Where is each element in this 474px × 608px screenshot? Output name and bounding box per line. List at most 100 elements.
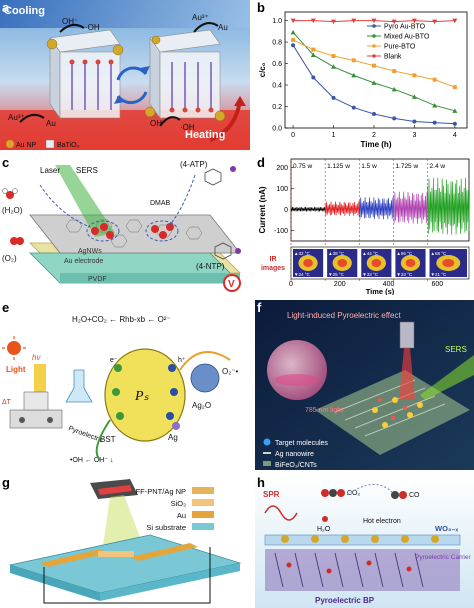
ir-temp-bottom: ▼25 °C bbox=[328, 272, 345, 277]
label-delta-t: ΔT bbox=[2, 399, 12, 406]
y-axis-label: c/c₀ bbox=[258, 62, 267, 77]
panel-c: V Laser SERS (H₂O) (O₂) (4-ATP) DMAB (4-… bbox=[0, 155, 250, 295]
legend-bifeo3: BiFeO₃/CNTs bbox=[275, 462, 317, 469]
panel-h: SPR CO₂ CO H₂O Hot electron WO₃₋ₓ Pyroel… bbox=[255, 475, 474, 608]
x-tick-label: 600 bbox=[431, 281, 443, 288]
label-hot-electron: Hot electron bbox=[363, 518, 401, 525]
legend-marker bbox=[372, 34, 376, 38]
laser-beam bbox=[55, 165, 115, 237]
label-785nm: 785 nm light bbox=[305, 407, 343, 414]
legend-ag-nanowire: Ag nanowire bbox=[275, 451, 314, 458]
data-point bbox=[290, 29, 296, 35]
label-wo3: WO₃₋ₓ bbox=[435, 524, 458, 533]
x-tick-label: 0 bbox=[291, 132, 295, 139]
data-point bbox=[411, 18, 417, 24]
legend-label: Mixed Au-BTO bbox=[384, 34, 430, 41]
label-co2: CO₂ bbox=[347, 490, 361, 497]
data-point bbox=[291, 43, 296, 48]
data-point bbox=[432, 102, 438, 108]
ir-temp-top: ▲38 °C bbox=[328, 251, 345, 256]
y-tick-label: -100 bbox=[274, 228, 288, 235]
data-point bbox=[351, 72, 357, 78]
laser-source-icon bbox=[399, 321, 415, 349]
data-point bbox=[432, 19, 438, 25]
panel-label-c: c bbox=[2, 155, 10, 170]
v-logo-icon bbox=[223, 274, 241, 292]
label-pyroelectric-effect: Light-induced Pyroelectric effect bbox=[287, 311, 401, 320]
data-point bbox=[452, 85, 457, 90]
data-point bbox=[331, 95, 336, 100]
ir-temp-top: ▲32 °C bbox=[294, 251, 311, 256]
bifeo3-icon bbox=[263, 461, 271, 466]
series-line bbox=[292, 32, 455, 112]
data-point bbox=[411, 94, 417, 99]
legend-au: Au bbox=[177, 511, 186, 520]
panel-a: Cooling Heating OH⁻ ·OH Au³⁺ Au Au³⁺ Au … bbox=[0, 0, 250, 150]
ir-label: images bbox=[261, 265, 285, 272]
legend-label: Pyro Au-BTO bbox=[384, 24, 426, 31]
label-ag2o: Ag₂O bbox=[192, 401, 211, 410]
panel-a-illustration: Cooling Heating OH⁻ ·OH Au³⁺ Au Au³⁺ Au … bbox=[0, 0, 250, 150]
hot-plate-icon bbox=[9, 409, 63, 429]
layer-agnws bbox=[29, 214, 241, 254]
y-tick-label: 0.6 bbox=[272, 61, 282, 68]
panel-label-d: d bbox=[257, 155, 265, 170]
au-label-1: Au bbox=[218, 23, 228, 32]
target-molecules-icon bbox=[263, 438, 271, 446]
chart-b-frame bbox=[284, 11, 468, 129]
y-tick-label: 0.4 bbox=[272, 83, 282, 90]
heating-label: Heating bbox=[185, 129, 225, 141]
power-label: 2.4 w bbox=[430, 163, 446, 170]
current-trace bbox=[393, 191, 429, 224]
label-pyroelectric-carrier: Pyroelectric Carrier bbox=[415, 554, 471, 561]
label-e-minus: e⁻ bbox=[110, 357, 118, 364]
x-tick-label: 200 bbox=[334, 281, 346, 288]
y-tick-label: 0 bbox=[284, 207, 288, 214]
ir-temp-bottom: ▼33 °C bbox=[396, 272, 413, 277]
label-laser: Laser bbox=[40, 166, 60, 175]
data-point bbox=[371, 112, 376, 117]
svg-text:V: V bbox=[228, 279, 235, 290]
data-point bbox=[452, 18, 458, 24]
data-point bbox=[452, 108, 458, 113]
y-tick-label: 100 bbox=[276, 186, 288, 193]
ir-temp-bottom: ▼24 °C bbox=[294, 272, 311, 277]
data-point bbox=[371, 63, 376, 68]
x-axis-label: Time (h) bbox=[361, 140, 392, 149]
legend-marker bbox=[372, 44, 376, 48]
bst-particle bbox=[104, 348, 186, 442]
data-point bbox=[391, 19, 397, 25]
label-4ntp: (4-NTP) bbox=[196, 262, 225, 271]
oh-radical-label-2: ·OH bbox=[180, 123, 195, 132]
ir-temp-top: ▲56 °C bbox=[396, 251, 413, 256]
spr-wave-icon bbox=[264, 505, 298, 521]
panel-e-illustration: H₂O+CO₂ ← Rhb-xb ← O²⁻ Light hν ΔT Pₛ e⁻… bbox=[0, 300, 250, 470]
data-point bbox=[290, 18, 296, 24]
label-pyroelectric-bp: Pyroelectric BP bbox=[315, 596, 375, 605]
legend-sio2: SiO₂ bbox=[171, 499, 187, 508]
au3-label-2: Au³⁺ bbox=[8, 113, 25, 122]
data-point bbox=[331, 19, 337, 25]
cooling-label: Cooling bbox=[4, 5, 45, 17]
au-electrode-right bbox=[130, 543, 198, 561]
label-sers: SERS bbox=[445, 345, 467, 354]
circuit-wire bbox=[43, 547, 211, 604]
x-tick-label: 2 bbox=[372, 132, 376, 139]
label-ag: Ag bbox=[168, 433, 178, 442]
data-point bbox=[391, 86, 397, 92]
power-label: 0.75 w bbox=[293, 163, 312, 170]
label-o2: (O₂) bbox=[2, 254, 17, 263]
data-point bbox=[371, 18, 377, 24]
panel-c-illustration: V Laser SERS (H₂O) (O₂) (4-ATP) DMAB (4-… bbox=[0, 155, 250, 295]
x-axis-label: Time (s) bbox=[366, 287, 395, 295]
ir-temp-top: ▲44 °C bbox=[362, 251, 379, 256]
panel-h-illustration: SPR CO₂ CO H₂O Hot electron WO₃₋ₓ Pyroel… bbox=[255, 475, 474, 608]
ir-core bbox=[371, 259, 382, 267]
y-axis-label: Current (nA) bbox=[258, 186, 267, 233]
data-point bbox=[412, 119, 417, 124]
label-ps: Pₛ bbox=[134, 389, 150, 404]
au-np-legend-icon bbox=[6, 140, 14, 148]
label-co: CO bbox=[409, 492, 420, 499]
